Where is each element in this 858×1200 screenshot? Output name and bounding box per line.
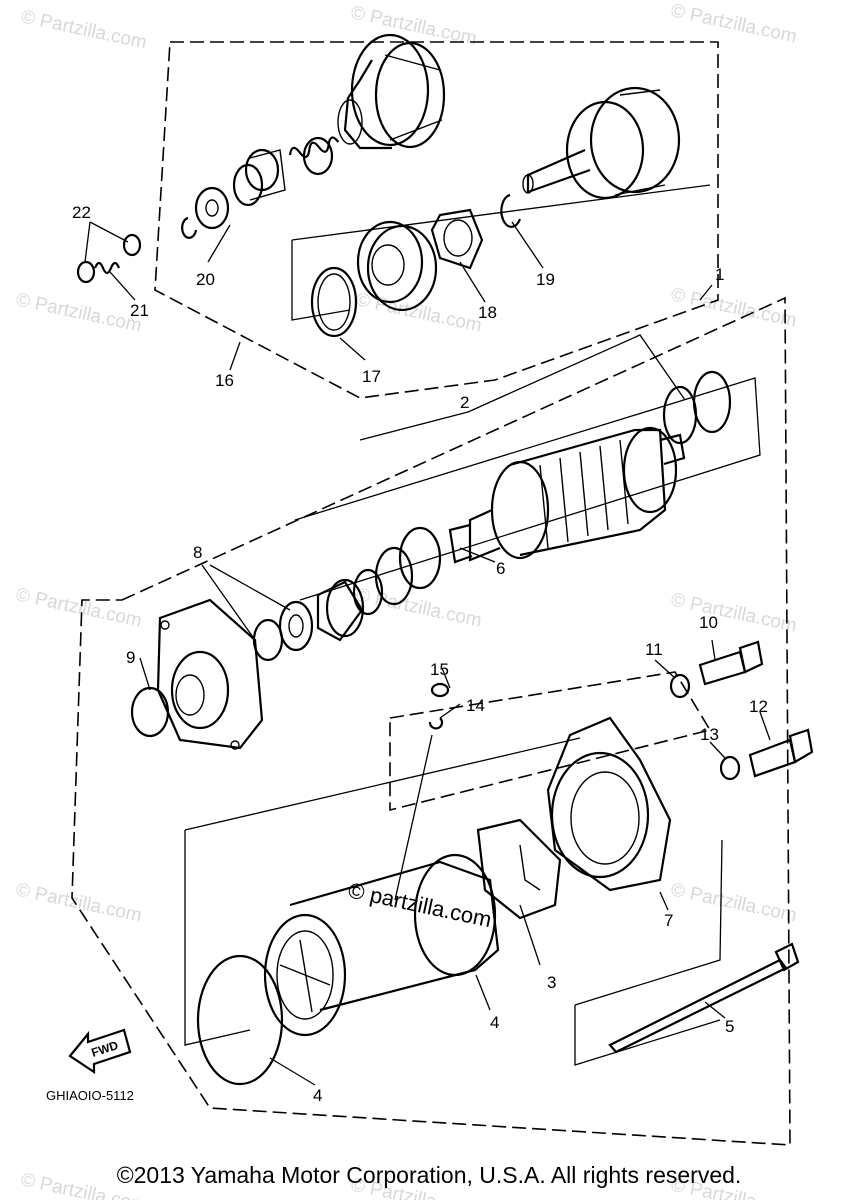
- watermark-text: © Partzilla.com: [669, 589, 799, 636]
- callout-8: 8: [193, 543, 202, 562]
- watermark-text: © Partzilla.com: [14, 584, 144, 631]
- group-16-outline: [154, 41, 719, 399]
- callout-5: 5: [725, 1017, 734, 1036]
- callout-13: 13: [700, 725, 719, 744]
- callout-1: 1: [715, 265, 724, 284]
- watermark-text: © Partzilla.com: [14, 289, 144, 336]
- rear-cover-group: [428, 682, 672, 920]
- spring-washers-group: [76, 233, 142, 284]
- callout-16: 16: [215, 371, 234, 390]
- copyright-notice: ©2013 Yamaha Motor Corporation, U.S.A. A…: [116, 1162, 742, 1188]
- callout-20: 20: [196, 270, 215, 289]
- leader-box-yoke: [184, 737, 581, 1046]
- watermark-text: © Partzilla.com: [669, 0, 799, 47]
- callout-7: 7: [664, 911, 673, 930]
- callout-22: 22: [72, 203, 91, 222]
- leader-box-armature: [294, 377, 761, 601]
- callout-11: 11: [645, 640, 663, 659]
- callout-6: 6: [496, 559, 505, 578]
- callout-12: 12: [749, 697, 768, 716]
- callout-18: 18: [478, 303, 497, 322]
- callout-17: 17: [362, 367, 381, 386]
- watermark-text: © Partzilla.com: [14, 879, 144, 926]
- diagram-code: GHIAOIO-5112: [46, 1088, 134, 1103]
- callout-9: 9: [126, 648, 135, 667]
- watermark-text: © Partzilla.com: [669, 284, 799, 331]
- clutch-assembly-group: [181, 33, 681, 338]
- callout-3: 3: [547, 973, 556, 992]
- callout-19: 19: [536, 270, 555, 289]
- callout-21: 21: [130, 301, 149, 320]
- group-1-outline: [71, 296, 791, 1146]
- yoke-group: [196, 853, 500, 1086]
- callout-15: 15: [430, 660, 449, 679]
- callout-14: 14: [466, 696, 485, 715]
- watermark-text: © Partzilla.com: [669, 879, 799, 926]
- armature-group: [252, 370, 732, 662]
- hardware-group: [608, 640, 814, 1054]
- callout-4: 4: [490, 1013, 499, 1032]
- callout-2: 2: [460, 393, 469, 412]
- fwd-arrow-icon: FWD: [68, 1028, 132, 1075]
- watermark-text: © Partzilla.com: [19, 6, 149, 53]
- leader-lines: [84, 221, 771, 1086]
- watermark-text: © Partzilla.com: [354, 584, 484, 631]
- callout-4: 4: [313, 1086, 322, 1105]
- callout-labels: 1 2 3 4 4 5 6 7 8 9 10 11 12 13 14 15 16…: [72, 203, 768, 1105]
- callout-10: 10: [699, 613, 718, 632]
- leader-box-throughbolt: [574, 839, 723, 1066]
- group-14-15-outline: [389, 671, 712, 812]
